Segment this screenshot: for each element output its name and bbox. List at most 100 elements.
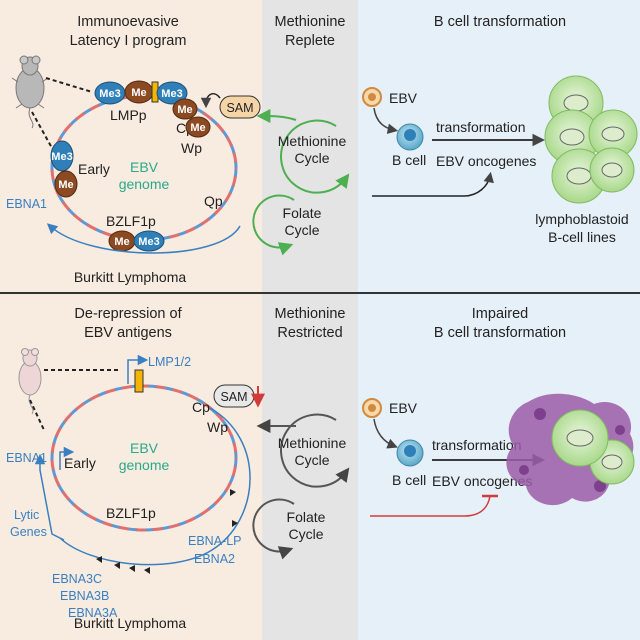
top-ebv-label: EBV: [389, 90, 418, 106]
sam-badge: SAM: [213, 384, 255, 408]
top-right-title: B cell transformation: [434, 14, 566, 30]
svg-text:Cycle: Cycle: [284, 222, 319, 238]
me-mark: Me: [124, 80, 154, 104]
result-label-2: B-cell lines: [548, 229, 616, 245]
ebna1-transcript-arrow: [34, 453, 65, 541]
top-center-title-1: Methionine: [275, 14, 346, 30]
svg-text:Cycle: Cycle: [294, 452, 329, 468]
svg-text:Cycle: Cycle: [294, 150, 329, 166]
mouse-connector-2: [29, 399, 45, 431]
me-mark: Me: [172, 98, 198, 120]
ebv-virus-icon: [362, 87, 382, 107]
exon-markers: [96, 489, 238, 574]
svg-text:Me: Me: [131, 87, 146, 99]
svg-text:Me: Me: [190, 122, 205, 134]
methionine-cycle: Methionine Cycle: [278, 413, 350, 488]
bottom-right-title-1: Impaired: [472, 306, 528, 322]
svg-text:Folate: Folate: [287, 509, 326, 525]
me-mark: Me: [185, 116, 211, 138]
bottom-transformation-label: transformation: [432, 437, 521, 453]
bottom-center-title-2: Restricted: [277, 325, 342, 341]
b-cell-icon: [396, 439, 424, 467]
ebna-lp-label: EBNA-LP: [188, 534, 242, 548]
lytic-genes-label-1: Lytic: [14, 508, 39, 522]
ebna3b-label: EBNA3B: [60, 589, 109, 603]
bottom-right-title-2: B cell transformation: [434, 325, 566, 341]
top-footer-label: Burkitt Lymphoma: [74, 269, 187, 285]
me-mark: Me: [108, 230, 136, 252]
svg-text:Me: Me: [114, 236, 129, 248]
cycle-to-sam-arrow: [256, 109, 297, 124]
ebna1-label: EBNA1: [6, 197, 47, 211]
lmpp-label: LMPp: [110, 107, 147, 123]
top-oncogenes-label: EBV oncogenes: [436, 153, 536, 169]
sam-badge: SAM: [219, 95, 261, 119]
ebna-transcript-arc: [59, 407, 251, 566]
bottom-center-panel: [262, 294, 358, 640]
top-left-title-1: Immunoevasive: [77, 14, 179, 30]
svg-text:SAM: SAM: [220, 390, 247, 404]
bottom-left-panel: [0, 294, 262, 640]
top-bcell-label: B cell: [392, 152, 426, 168]
virus-infection-arrow: [373, 418, 398, 449]
top-transformation-label: transformation: [436, 119, 525, 135]
mouse-connector-1: [45, 77, 93, 93]
bottom-wp-label: Wp: [207, 419, 228, 435]
top-genome-label-1: EBV: [130, 159, 159, 175]
bottom-early-label: Early: [64, 455, 96, 471]
me3-mark: Me3: [133, 230, 165, 252]
inhibition-line: [370, 495, 491, 517]
early-transcript-arrow: [59, 446, 75, 470]
top-center-title-2: Replete: [285, 33, 335, 49]
me3-mark: Me3: [50, 140, 74, 172]
bottom-genome-label-1: EBV: [130, 440, 159, 456]
bottom-genome-label-2: genome: [119, 457, 170, 473]
svg-text:Me3: Me3: [51, 151, 72, 163]
me-mark: Me: [54, 170, 78, 198]
svg-text:SAM: SAM: [226, 101, 253, 115]
result-label-1: lymphoblastoid: [535, 211, 628, 227]
bottom-bcell-label: B cell: [392, 472, 426, 488]
bottom-ebv-genome-ring: [50, 384, 238, 532]
bottom-ebv-label: EBV: [389, 400, 418, 416]
lmp-promoter-box: [134, 369, 144, 393]
ebna1-transcript-arrow: [46, 223, 241, 254]
lytic-genes-label-2: Genes: [10, 525, 47, 539]
svg-text:Me: Me: [58, 179, 73, 191]
bottom-center-title-1: Methionine: [275, 306, 346, 322]
sam-to-genome-arrow: [200, 93, 221, 109]
bottom-footer-label: Burkitt Lymphoma: [74, 615, 187, 631]
virus-infection-arrow: [373, 107, 399, 134]
bzlf1p-label: BZLF1p: [106, 213, 156, 229]
mouse-icon: [11, 55, 49, 129]
ebv-virus-icon: [362, 398, 382, 418]
svg-text:Me3: Me3: [99, 88, 120, 100]
ebna3a-label: EBNA3A: [68, 606, 118, 620]
early-label: Early: [78, 161, 110, 177]
top-genome-label-2: genome: [119, 176, 170, 192]
svg-text:Methionine: Methionine: [278, 435, 347, 451]
qp-label: Qp: [204, 193, 223, 209]
svg-text:Cycle: Cycle: [288, 526, 323, 542]
folate-cycle: Folate Cycle: [252, 498, 326, 560]
top-left-title-2: Latency I program: [70, 33, 187, 49]
bottom-left-title-1: De-repression of: [74, 306, 182, 322]
bottom-ebna1-label: EBNA1: [6, 451, 47, 465]
b-cell-icon: [396, 123, 424, 151]
bottom-left-title-2: EBV antigens: [84, 325, 172, 341]
oncogenes-arrow: [372, 171, 494, 197]
mouse-icon: [18, 348, 42, 415]
svg-text:Methionine: Methionine: [278, 133, 347, 149]
methionine-cycle: Methionine Cycle: [278, 119, 350, 194]
svg-text:Me: Me: [177, 104, 192, 116]
lymphoblastoid-cell-cluster: [544, 75, 638, 204]
wp-label: Wp: [181, 140, 202, 156]
bottom-cp-label: Cp: [192, 399, 210, 415]
bottom-oncogenes-label: EBV oncogenes: [432, 473, 532, 489]
svg-text:Me3: Me3: [138, 236, 159, 248]
apoptotic-cell-cluster: [506, 393, 635, 506]
me3-mark: Me3: [156, 81, 188, 105]
folate-cycle: Folate Cycle: [252, 194, 322, 256]
ebna3c-label: EBNA3C: [52, 572, 102, 586]
